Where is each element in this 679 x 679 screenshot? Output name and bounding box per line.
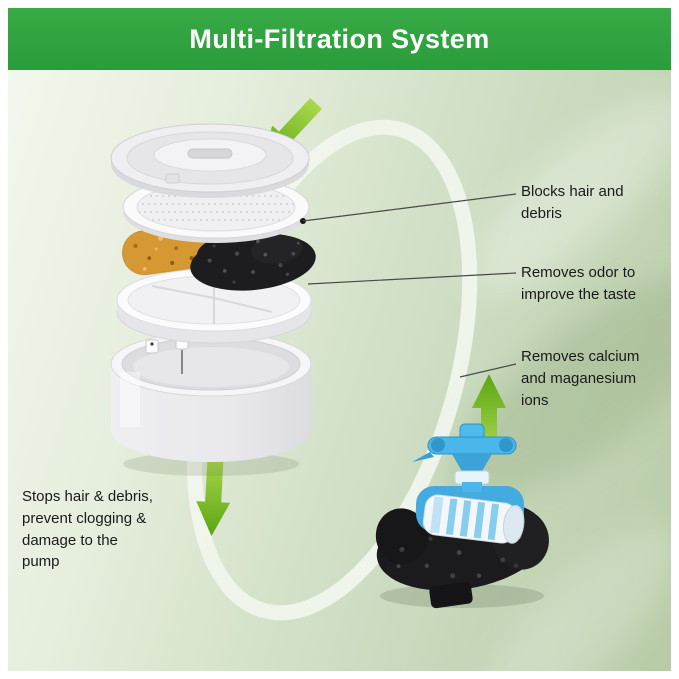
water-basin-graphic (110, 331, 312, 462)
pump-assembly-graphic (375, 423, 549, 609)
carbon-sponge-graphic (190, 233, 316, 291)
leader-line-blocks (302, 193, 517, 222)
leader-line-calcium (459, 363, 517, 378)
leader-lines (181, 193, 517, 378)
flow-arrow-bottom (196, 455, 231, 536)
annotation-stops-debris: Stops hair & debris, prevent clogging & … (22, 488, 153, 571)
background (8, 8, 671, 671)
pump-base-tab (429, 581, 473, 609)
filter-cartridge-graphic (422, 494, 525, 544)
pump-valve-graphic (412, 423, 517, 492)
annotation-removes-calcium: Removes calcium and maganesium ions (521, 348, 640, 409)
page-title: Multi-Filtration System (189, 23, 490, 54)
annotation-blocks-hair: Blocks hair and debris (521, 183, 624, 222)
fountain-lid-graphic (110, 123, 310, 198)
annotation-removes-odor: Removes odor to improve the taste (521, 264, 637, 303)
flow-arrow-up (472, 374, 506, 454)
leader-line-odor (307, 272, 517, 285)
title-banner: Multi-Filtration System (8, 8, 671, 70)
